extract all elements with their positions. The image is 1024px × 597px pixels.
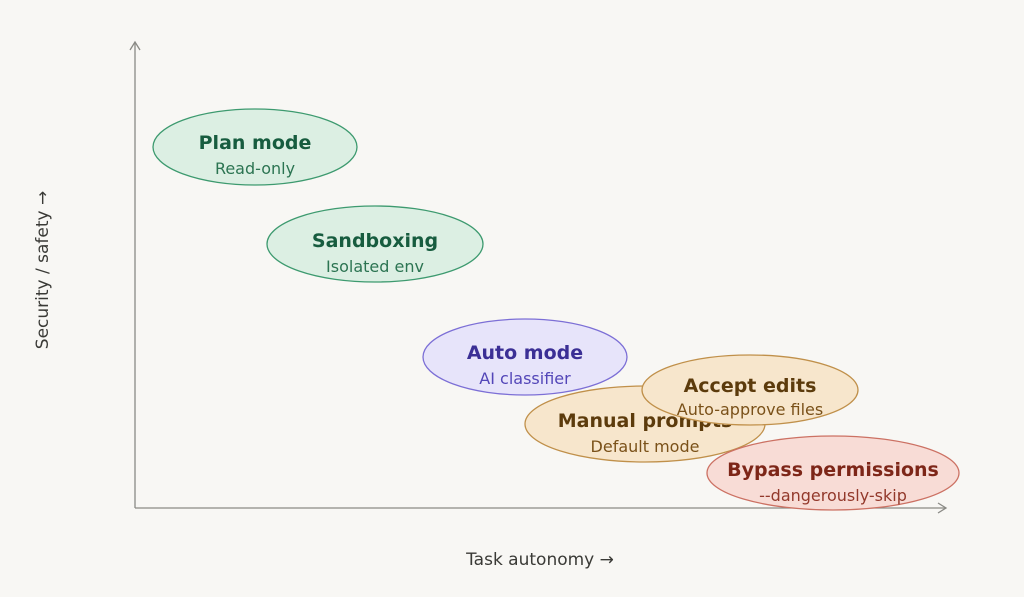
y-axis-arrowhead: [129, 40, 141, 51]
node-subtitle: Auto-approve files: [677, 400, 823, 419]
node-title: Auto mode: [467, 342, 583, 364]
node-subtitle: Isolated env: [326, 257, 424, 276]
node-subtitle: Default mode: [591, 437, 700, 456]
node-title: Accept edits: [684, 375, 817, 397]
node-sandboxing: Sandboxing Isolated env: [266, 205, 484, 283]
y-axis-label: Security / safety →: [33, 190, 53, 350]
node-subtitle: AI classifier: [479, 369, 571, 388]
node-accept-edits: Accept edits Auto-approve files: [641, 354, 859, 426]
x-axis-arrowhead: [937, 502, 948, 514]
node-auto-mode: Auto mode AI classifier: [422, 318, 628, 396]
node-plan-mode: Plan mode Read-only: [152, 108, 358, 186]
node-bypass-permissions: Bypass permissions --dangerously-skip: [706, 435, 960, 511]
node-title: Bypass permissions: [727, 459, 939, 481]
node-title: Sandboxing: [312, 230, 438, 252]
x-axis-label: Task autonomy →: [466, 550, 614, 570]
node-subtitle: Read-only: [215, 159, 295, 178]
node-title: Plan mode: [199, 132, 312, 154]
node-subtitle: --dangerously-skip: [759, 486, 907, 505]
